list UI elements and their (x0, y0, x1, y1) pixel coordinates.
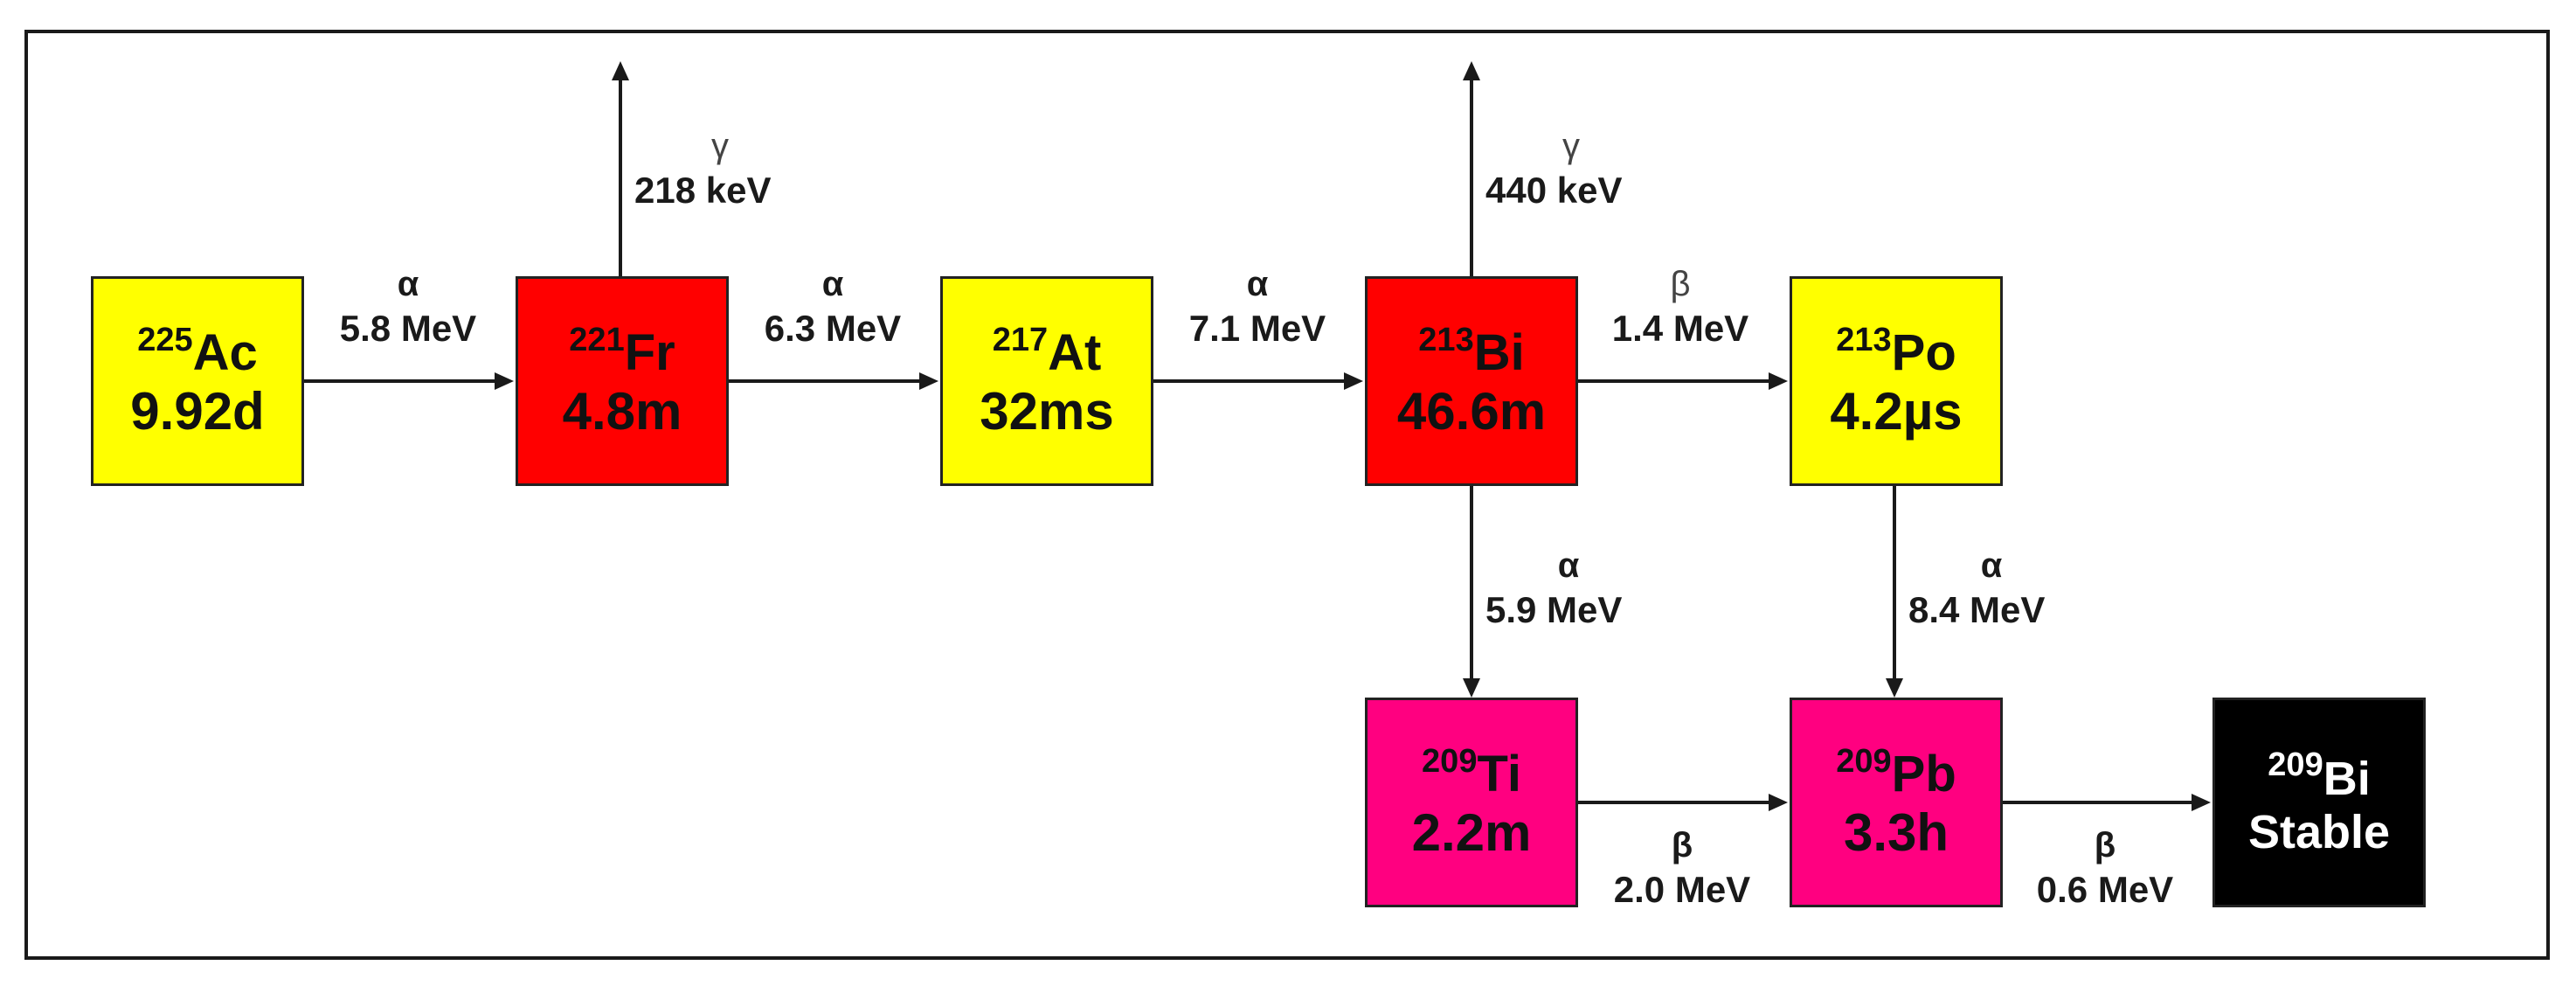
element-symbol: Bi (2323, 753, 2371, 806)
node-ti209: 209Ti 2.2m (1365, 698, 1578, 907)
half-life: 4.8m (562, 381, 682, 441)
arrowhead-fr-at (919, 372, 938, 390)
arrowhead-ac-fr (495, 372, 514, 390)
arrowhead-at-bi (1344, 372, 1363, 390)
decay-energy: 1.4 MeV (1611, 308, 1749, 349)
mass-number: 209 (1836, 742, 1892, 780)
gamma-energy: 440 keV (1485, 170, 1623, 211)
arrowhead-bi-ti (1463, 678, 1480, 698)
element-symbol: Pb (1891, 745, 1956, 802)
decay-energy: 7.1 MeV (1188, 308, 1326, 349)
element-symbol: Ac (192, 323, 258, 381)
half-life: 2.2m (1411, 802, 1532, 862)
decay-energy: 2.0 MeV (1613, 869, 1751, 910)
element-symbol: Po (1891, 323, 1956, 381)
node-ac225: 225Ac 9.92d (91, 276, 304, 486)
arrowhead-po-pb (1886, 678, 1903, 698)
diagram-frame (24, 30, 2550, 960)
decay-mode: β (2094, 826, 2116, 865)
half-life: 9.92d (130, 381, 265, 441)
decay-label-po-pb: α 8.4 MeV (1908, 544, 2074, 634)
node-bi209: 209Bi Stable (2212, 698, 2426, 907)
arrowhead-bi-po (1769, 372, 1788, 390)
decay-energy: 5.8 MeV (339, 308, 477, 349)
mass-number: 225 (137, 321, 193, 358)
half-life: Stable (2247, 805, 2391, 858)
node-po213: 213Po 4.2µs (1790, 276, 2003, 486)
decay-label-bi-po: β 1.4 MeV (1582, 262, 1779, 352)
decay-energy: 8.4 MeV (1908, 589, 2046, 630)
element-symbol: Ti (1477, 745, 1521, 802)
mass-number: 221 (569, 321, 625, 358)
decay-label-ac-fr: α 5.8 MeV (309, 262, 507, 352)
gamma-energy: 218 keV (634, 170, 772, 211)
node-pb209: 209Pb 3.3h (1790, 698, 2003, 907)
arrowhead-gamma-fr (612, 61, 629, 80)
half-life: 46.6m (1396, 381, 1547, 441)
mass-number: 213 (1418, 321, 1474, 358)
half-life: 4.2µs (1830, 381, 1963, 441)
half-life: 3.3h (1843, 802, 1949, 862)
element-symbol: Bi (1473, 323, 1525, 381)
element-symbol: At (1048, 323, 1102, 381)
gamma-mode: γ (711, 127, 729, 165)
decay-mode: α (397, 265, 419, 303)
decay-mode: α (1980, 546, 2003, 585)
decay-mode: α (821, 265, 844, 303)
gamma-label-fr221: γ 218 keV (634, 124, 806, 214)
decay-label-ti-pb: β 2.0 MeV (1583, 823, 1781, 913)
decay-energy: 0.6 MeV (2036, 869, 2174, 910)
node-bi213: 213Bi 46.6m (1365, 276, 1578, 486)
arrowhead-ti-pb (1769, 794, 1788, 811)
mass-number: 217 (992, 321, 1049, 358)
decay-mode: β (1671, 826, 1693, 865)
decay-energy: 5.9 MeV (1485, 589, 1623, 630)
decay-label-pb-bi: β 0.6 MeV (2006, 823, 2204, 913)
decay-mode: α (1246, 265, 1269, 303)
decay-label-bi-ti: α 5.9 MeV (1485, 544, 1652, 634)
gamma-label-bi213: γ 440 keV (1485, 124, 1657, 214)
mass-number: 213 (1836, 321, 1892, 358)
decay-label-fr-at: α 6.3 MeV (734, 262, 931, 352)
node-at217: 217At 32ms (940, 276, 1153, 486)
arrowhead-gamma-bi (1463, 61, 1480, 80)
mass-number: 209 (1422, 742, 1478, 780)
decay-label-at-bi: α 7.1 MeV (1159, 262, 1356, 352)
gamma-mode: γ (1562, 127, 1580, 165)
decay-mode: α (1557, 546, 1580, 585)
node-fr221: 221Fr 4.8m (516, 276, 729, 486)
decay-mode: β (1670, 265, 1691, 303)
decay-energy: 6.3 MeV (764, 308, 902, 349)
element-symbol: Fr (624, 323, 675, 381)
mass-number: 209 (2268, 746, 2323, 784)
arrowhead-pb-bi (2192, 794, 2211, 811)
half-life: 32ms (980, 381, 1114, 441)
